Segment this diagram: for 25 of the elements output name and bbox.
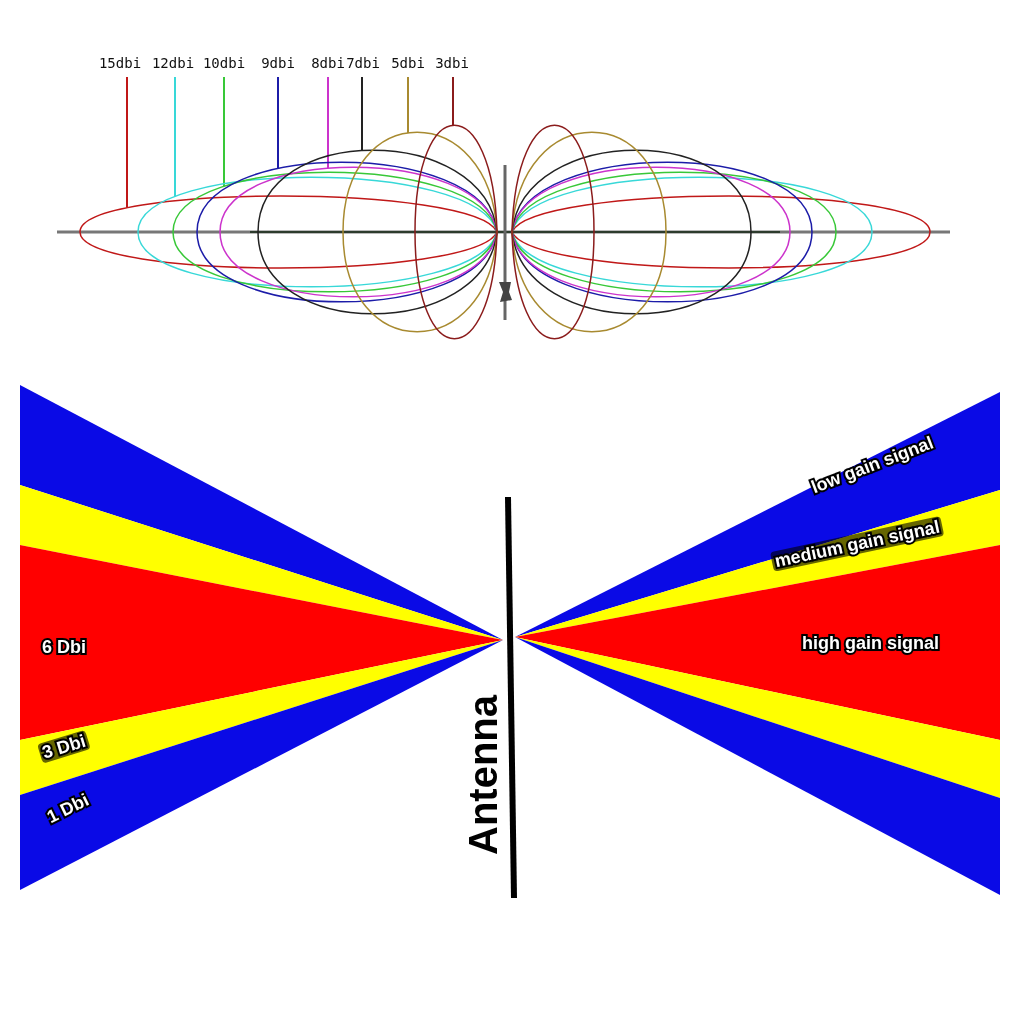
gain-label: 7dbi xyxy=(346,55,380,71)
gain-label: 8dbi xyxy=(311,55,345,71)
gain-label: 12dbi xyxy=(151,55,195,71)
antenna-label: Antenna xyxy=(461,695,505,855)
leader-line xyxy=(223,76,225,188)
leader-line xyxy=(174,76,176,198)
leader-line xyxy=(407,76,409,134)
gain-label: 15dbi xyxy=(98,55,142,71)
beam-label: high gain signal xyxy=(802,633,939,653)
leader-line xyxy=(361,76,363,152)
beam-label: 1 Dbi xyxy=(43,789,92,827)
leader-line xyxy=(277,76,279,170)
leader-line xyxy=(126,76,128,209)
beam-label: 6 Dbi xyxy=(42,637,86,657)
leader-line xyxy=(452,76,454,127)
gain-label: 3dbi xyxy=(435,55,469,71)
gain-label: 5dbi xyxy=(391,55,425,71)
leader-line xyxy=(327,76,329,170)
radiation-lobe-pair xyxy=(172,171,837,293)
gain-label: 9dbi xyxy=(261,55,295,71)
gain-label: 10dbi xyxy=(202,55,246,71)
radiation-lobe-pair xyxy=(342,131,667,333)
radiation-lobe-pair xyxy=(137,176,873,288)
radiation-lobe-pair xyxy=(257,149,752,315)
radiation-lobe-pair xyxy=(79,195,931,269)
